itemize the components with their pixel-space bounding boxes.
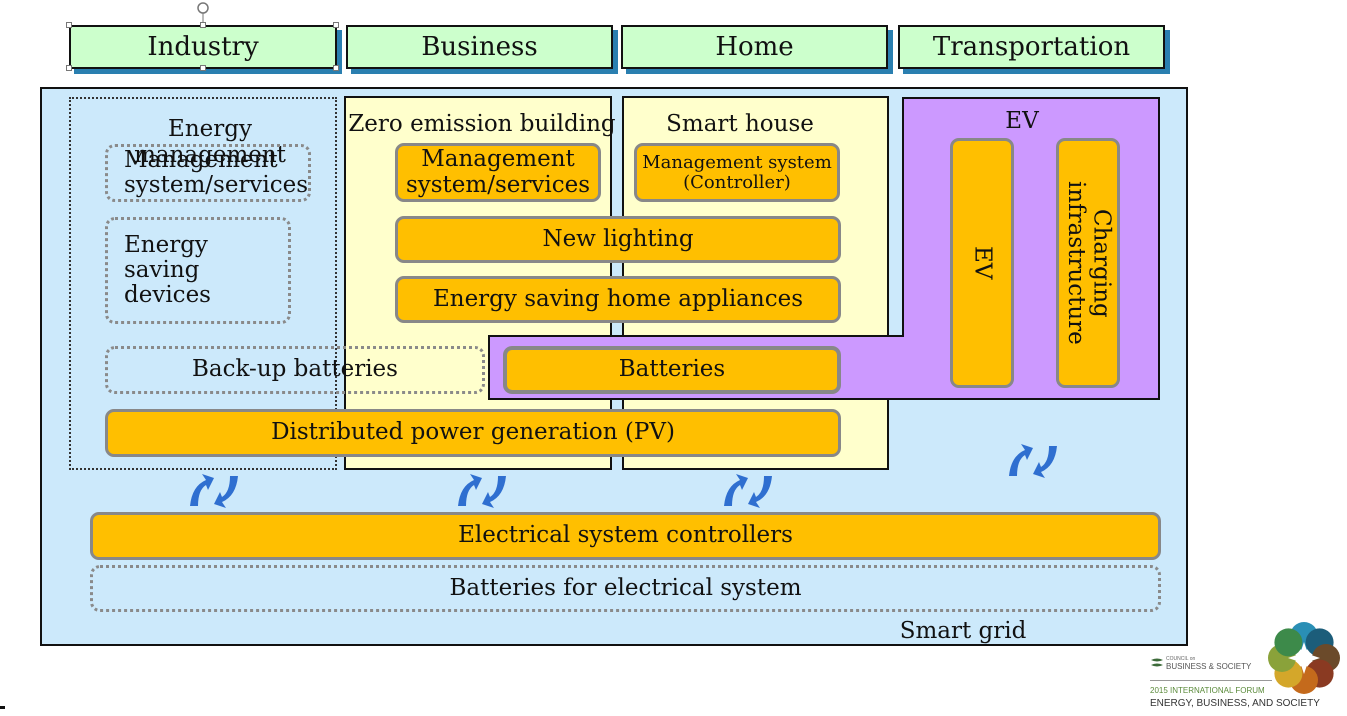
exchange-arrows-icon <box>724 474 772 508</box>
council-small-text: COUNCIL on <box>1166 656 1196 662</box>
backup-batteries-label: Back-up batteries <box>192 356 398 383</box>
ev-title: EV <box>1005 108 1039 134</box>
flower-logo-icon <box>1268 622 1340 694</box>
council-leaf-icon <box>1151 658 1163 667</box>
home-appliances-box[interactable]: Energy saving home appliances <box>395 276 841 323</box>
logo-divider <box>1150 680 1272 681</box>
ev-box[interactable]: EV <box>950 138 1014 388</box>
forum-year-text: 2015 INTERNATIONAL FORUM <box>1150 686 1265 695</box>
pv-generation-label: Distributed power generation (PV) <box>271 419 675 446</box>
grid-batteries-box[interactable]: Batteries for electrical system <box>90 565 1161 612</box>
home-title: Smart house <box>666 111 814 137</box>
exchange-arrows-icon <box>458 474 506 508</box>
batteries-box[interactable]: Batteries <box>503 346 841 394</box>
header-home-label: Home <box>715 32 794 62</box>
selection-handle[interactable] <box>200 65 206 71</box>
electrical-controllers-box[interactable]: Electrical system controllers <box>90 512 1161 560</box>
new-lighting-label: New lighting <box>542 225 694 252</box>
industry-panel <box>69 97 337 470</box>
backup-batteries-box[interactable]: Back-up batteries <box>105 346 485 394</box>
header-transportation-label: Transportation <box>932 32 1131 62</box>
home-appliances-label: Energy saving home appliances <box>432 285 804 312</box>
home-management-box[interactable]: Management system (Controller) <box>634 143 840 202</box>
home-management-label: Management system (Controller) <box>642 151 832 193</box>
council-text: BUSINESS & SOCIETY <box>1166 662 1252 671</box>
exchange-arrows-icon <box>190 474 238 508</box>
flower-star <box>1288 642 1320 674</box>
selection-handle[interactable] <box>200 22 206 28</box>
ev-box-label: EV <box>969 246 996 280</box>
flower-petal <box>1274 628 1303 657</box>
batteries-label: Batteries <box>618 356 726 383</box>
business-management-label: Management system/services <box>405 146 591 198</box>
smart-grid-label: Smart grid <box>899 618 1027 644</box>
slide-marker <box>0 706 5 709</box>
forum-name-text: ENERGY, BUSINESS, AND SOCIETY <box>1150 698 1320 709</box>
selection-handle[interactable] <box>333 65 339 71</box>
selection-handle[interactable] <box>66 22 72 28</box>
grid-batteries-label: Batteries for electrical system <box>449 574 802 601</box>
industry-management-box[interactable]: Management system/services <box>105 144 311 202</box>
pv-generation-box[interactable]: Distributed power generation (PV) <box>105 409 841 457</box>
new-lighting-box[interactable]: New lighting <box>395 216 841 263</box>
selection-handle[interactable] <box>66 65 72 71</box>
header-industry[interactable]: Industry <box>69 25 337 69</box>
industry-management-label: Management system/services <box>124 146 309 198</box>
business-management-box[interactable]: Management system/services <box>395 143 601 202</box>
header-business-label: Business <box>421 32 538 62</box>
electrical-controllers-label: Electrical system controllers <box>458 522 793 549</box>
selection-handle[interactable] <box>333 22 339 28</box>
charging-infrastructure-box[interactable]: Charging infrastructure <box>1056 138 1120 388</box>
rotate-handle-icon[interactable] <box>194 0 212 22</box>
forum-logo: COUNCIL on BUSINESS & SOCIETY 2015 INTER… <box>1146 620 1342 714</box>
header-transportation[interactable]: Transportation <box>898 25 1165 69</box>
energy-saving-devices-label: Energy saving devices <box>124 231 211 309</box>
charging-infrastructure-label: Charging infrastructure <box>1063 181 1115 345</box>
energy-saving-devices-box[interactable]: Energy saving devices <box>105 217 291 324</box>
business-title: Zero emission building <box>348 111 616 137</box>
header-home[interactable]: Home <box>621 25 888 69</box>
exchange-arrows-icon <box>1009 444 1057 478</box>
header-industry-label: Industry <box>147 32 259 62</box>
header-business[interactable]: Business <box>346 25 613 69</box>
